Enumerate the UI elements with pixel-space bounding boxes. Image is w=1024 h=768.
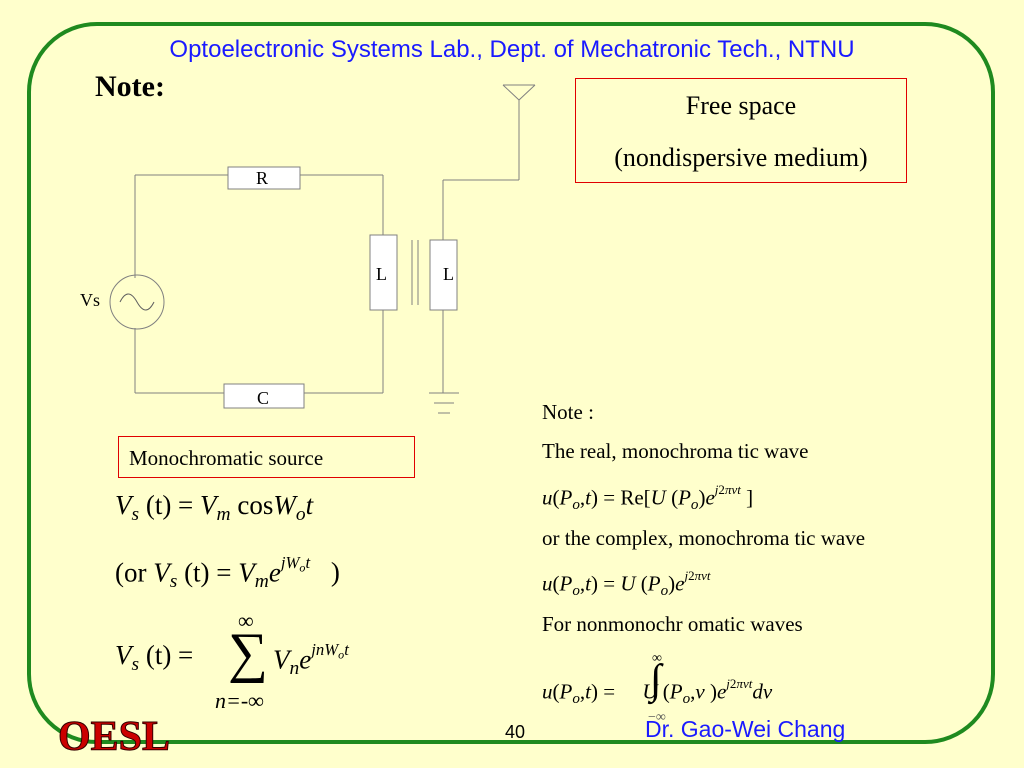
sum-term: VnejnWot [273,640,349,680]
right-line3: or the complex, monochroma tic wave [542,526,866,550]
inductor-l1 [369,234,398,311]
right-eq-integral: u(Po,t) = U (Po,ν )ej2πνtdν [542,676,773,707]
integral-lower: −∞ [648,710,666,725]
label-l1: L [376,264,387,284]
free-space-line1: Free space [685,91,797,120]
sum-upper-limit: ∞ [238,608,254,633]
right-note: Note : [542,400,594,424]
header-title: Optoelectronic Systems Lab., Dept. of Me… [169,36,855,63]
right-line1: The real, monochroma tic wave [542,439,809,463]
inductor-l2 [429,239,458,311]
equation-vs-complex: (or Vs (t) = VmejWot ) [115,553,340,593]
equation-vs-sum: Vs (t) = [115,640,194,675]
right-eq-real: u(Po,t) = Re[U (Po)ej2πνt ] [542,482,754,513]
monochromatic-source-box: Monochromatic source [118,436,415,478]
right-line5: For nonmonochr omatic waves [542,612,803,636]
label-c: C [257,388,270,408]
sum-lower-limit: n=-∞ [215,688,264,713]
logo-text: OESL [58,714,170,756]
label-r: R [256,168,269,188]
oesl-logo: OESL [58,714,171,757]
capacitor-c [223,383,305,409]
author-name: Dr. Gao-Wei Chang [645,716,846,742]
equation-vs-cos: Vs (t) = Vm cosWot [115,490,314,525]
slide-frame [27,22,995,744]
free-space-box: Free space (nondispersive medium) [575,78,907,183]
free-space-line2: (nondispersive medium) [614,143,868,172]
label-vs: Vs [80,290,101,310]
sum-sign: ∑ [228,622,268,684]
right-eq-complex: u(Po,t) = U (Po)ej2πνt [542,568,711,599]
page-number: 40 [505,722,526,742]
resistor-r [227,166,301,190]
integral-sign: ∫ [650,657,662,703]
integral-upper: ∞ [652,651,662,666]
note-title: Note: [95,70,165,103]
label-l2: L [443,264,454,284]
